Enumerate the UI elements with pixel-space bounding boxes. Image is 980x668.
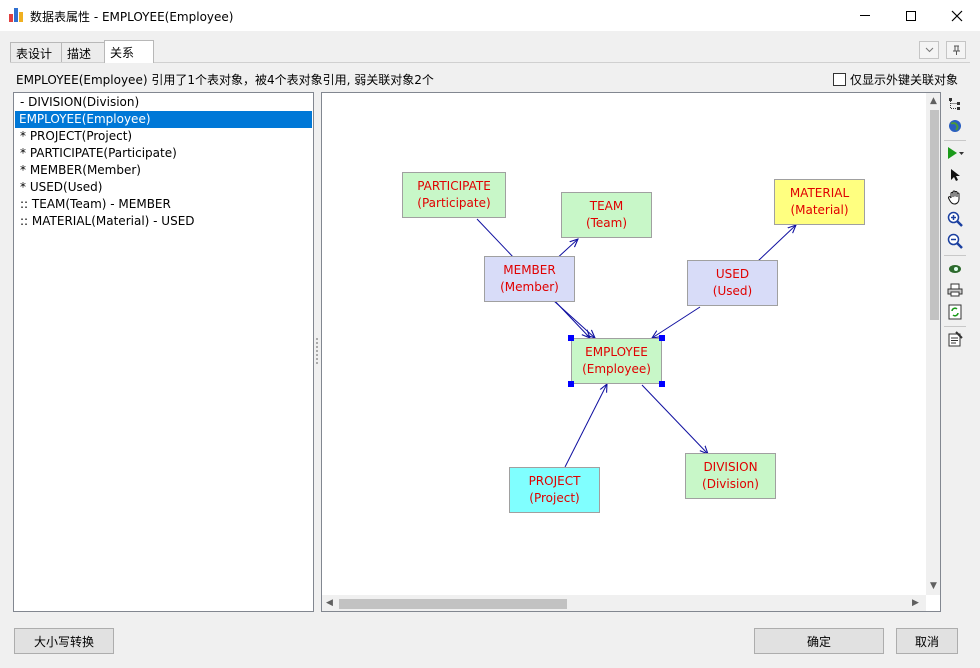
node-project-name: PROJECT [528, 474, 581, 488]
pointer-icon [951, 169, 960, 181]
globe-button[interactable] [945, 116, 965, 136]
node-team-code: (Team) [585, 216, 628, 230]
node-project-code: (Project) [529, 491, 580, 505]
node-used[interactable]: USED (Used) [687, 260, 778, 306]
title-bar: 数据表属性 - EMPLOYEE(Employee) [0, 0, 980, 31]
list-item-selected[interactable]: EMPLOYEE(Employee) [15, 111, 312, 128]
case-convert-button[interactable]: 大小写转换 [14, 628, 114, 654]
node-team[interactable]: TEAM (Team) [561, 192, 652, 238]
node-project[interactable]: PROJECT (Project) [509, 467, 600, 513]
node-participate-code: (Participate) [417, 196, 491, 210]
view-icon [949, 265, 961, 273]
list-item[interactable]: * USED(Used) [20, 180, 103, 194]
relation-summary: EMPLOYEE(Employee) 引用了1个表对象，被4个表对象引用, 弱关… [16, 73, 434, 87]
list-item[interactable]: * PARTICIPATE(Participate) [20, 146, 177, 160]
tab-description[interactable]: 描述 [61, 42, 105, 62]
print-button[interactable] [945, 280, 965, 300]
scroll-right-icon[interactable]: ▶ [912, 598, 919, 608]
node-participate[interactable]: PARTICIPATE (Participate) [402, 172, 506, 218]
zoom-out-icon [947, 233, 963, 249]
link-member-employee [553, 300, 595, 338]
relation-diagram[interactable]: PARTICIPATE (Participate) TEAM (Team) MA… [321, 92, 941, 612]
tab-relations[interactable]: 关系 [104, 40, 154, 63]
node-used-name: USED [715, 267, 750, 281]
node-member-code: (Member) [500, 280, 559, 294]
list-item[interactable]: * PROJECT(Project) [20, 129, 133, 143]
link-used-employee [652, 306, 701, 338]
node-employee-name: EMPLOYEE [585, 345, 648, 359]
link-employee-division [641, 384, 708, 454]
diagram-toolbar [942, 92, 968, 352]
selection-handle[interactable] [568, 381, 574, 387]
minimize-icon [860, 15, 870, 16]
link-project-employee [564, 384, 607, 468]
ok-button[interactable]: 确定 [754, 628, 884, 654]
selection-handle[interactable] [659, 335, 665, 341]
node-material[interactable]: MATERIAL (Material) [774, 179, 865, 225]
hand-button[interactable] [945, 187, 965, 207]
run-button[interactable] [945, 143, 965, 163]
checkbox-box[interactable] [833, 73, 846, 86]
pin-button[interactable] [946, 41, 966, 59]
node-material-name: MATERIAL [789, 186, 850, 200]
node-division[interactable]: DIVISION (Division) [685, 453, 776, 499]
splitter-handle[interactable] [316, 336, 319, 366]
scroll-down-icon[interactable]: ▼ [930, 581, 937, 591]
list-item[interactable]: * MEMBER(Member) [20, 163, 141, 177]
refresh-button[interactable] [945, 302, 965, 322]
zoom-out-button[interactable] [945, 231, 965, 251]
node-member[interactable]: MEMBER (Member) [484, 256, 575, 302]
cancel-button[interactable]: 取消 [896, 628, 958, 654]
tab-strip: 表设计 描述 关系 [10, 40, 970, 63]
tab-table-design[interactable]: 表设计 [10, 42, 62, 62]
view-button[interactable] [945, 258, 965, 278]
minimize-button[interactable] [842, 0, 888, 31]
maximize-button[interactable] [888, 0, 934, 31]
list-item[interactable]: - DIVISION(Division) [20, 95, 140, 109]
tree-layout-icon [949, 98, 960, 110]
fk-only-checkbox[interactable]: 仅显示外键关联对象 [833, 71, 958, 88]
refresh-icon [948, 304, 962, 320]
node-used-code: (Used) [712, 284, 753, 298]
chevron-down-icon [925, 47, 933, 53]
list-item[interactable]: :: TEAM(Team) - MEMBER [20, 197, 171, 211]
selection-handle[interactable] [568, 335, 574, 341]
node-team-name: TEAM [589, 199, 624, 213]
globe-icon [949, 120, 961, 132]
vertical-scrollbar[interactable]: ▲ ▼ [926, 93, 940, 595]
close-icon [951, 10, 963, 21]
node-employee-code: (Employee) [582, 362, 651, 376]
selection-handle[interactable] [659, 381, 665, 387]
node-division-name: DIVISION [703, 460, 758, 474]
hand-icon [947, 190, 960, 205]
properties-button[interactable] [945, 329, 965, 349]
close-button[interactable] [934, 0, 980, 31]
scroll-left-icon[interactable]: ◀ [326, 598, 333, 608]
properties-icon [948, 331, 963, 347]
window-title: 数据表属性 - EMPLOYEE(Employee) [30, 10, 234, 24]
zoom-in-button[interactable] [945, 209, 965, 229]
pin-icon [952, 45, 960, 55]
relation-list[interactable]: - DIVISION(Division) EMPLOYEE(Employee) … [13, 92, 314, 612]
horizontal-scroll-thumb[interactable] [339, 599, 567, 609]
pointer-button[interactable] [945, 165, 965, 185]
horizontal-scrollbar[interactable]: ◀ ▶ [322, 595, 926, 611]
node-participate-name: PARTICIPATE [417, 179, 491, 193]
vertical-scroll-thumb[interactable] [930, 110, 939, 320]
tree-layout-button[interactable] [945, 94, 965, 114]
dropdown-button[interactable] [919, 41, 939, 59]
link-used-material [757, 225, 796, 262]
maximize-icon [906, 10, 916, 21]
app-icon [9, 8, 23, 22]
run-icon [948, 147, 964, 159]
list-item[interactable]: :: MATERIAL(Material) - USED [20, 214, 195, 228]
node-material-code: (Material) [790, 203, 849, 217]
zoom-in-icon [947, 211, 963, 227]
fk-only-label: 仅显示外键关联对象 [850, 73, 959, 87]
node-member-name: MEMBER [503, 263, 556, 277]
node-division-code: (Division) [702, 477, 759, 491]
print-icon [947, 283, 963, 297]
node-employee[interactable]: EMPLOYEE (Employee) [571, 338, 662, 384]
scroll-up-icon[interactable]: ▲ [930, 96, 937, 106]
